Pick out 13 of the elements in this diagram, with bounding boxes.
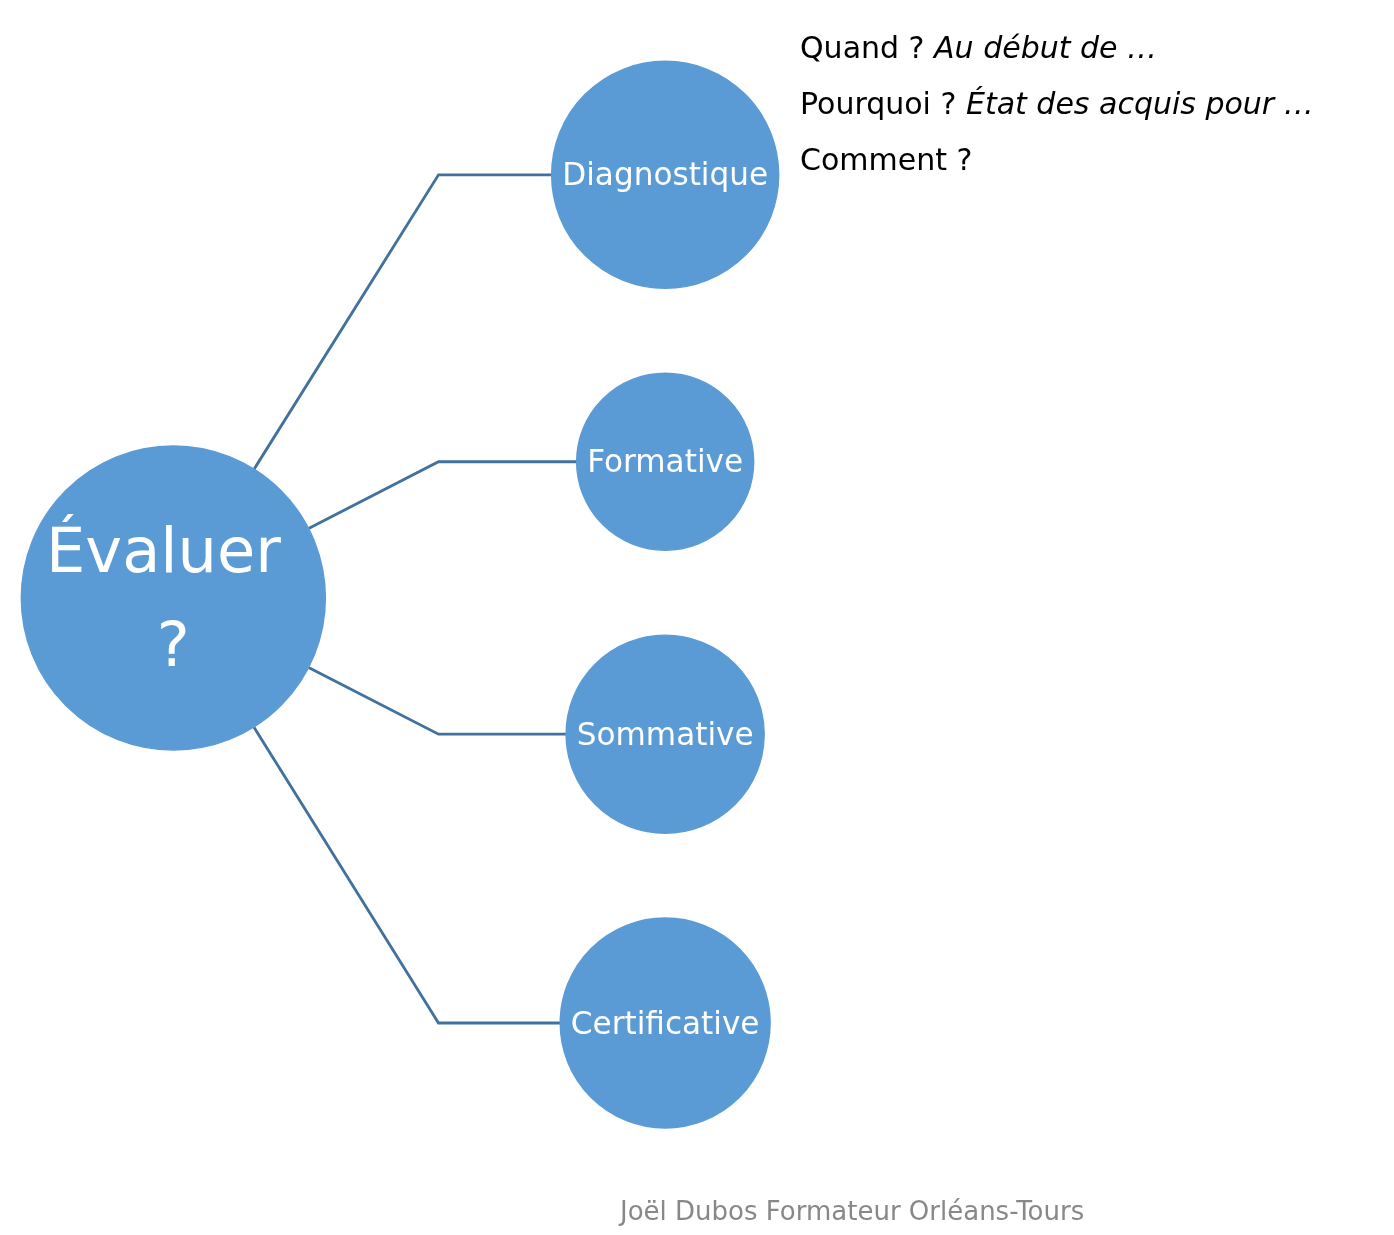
node-circle: Évaluer ? <box>20 445 327 752</box>
connector <box>307 666 567 736</box>
note-text: Comment ? <box>800 141 974 179</box>
note-text: Pourquoi ? État des acquis pour … <box>800 85 1314 123</box>
node-circle: Formative <box>575 372 755 552</box>
node-circle: Certificative <box>559 917 771 1129</box>
node-circle: Sommative <box>565 634 765 835</box>
connector <box>307 460 577 531</box>
connector <box>252 173 552 471</box>
footer-text: Joël Dubos Formateur Orléans-Tours <box>620 1196 1085 1226</box>
note-text: Quand ? Au début de … <box>800 29 1159 67</box>
node-circle: Diagnostique <box>550 60 780 290</box>
connector <box>252 726 561 1025</box>
